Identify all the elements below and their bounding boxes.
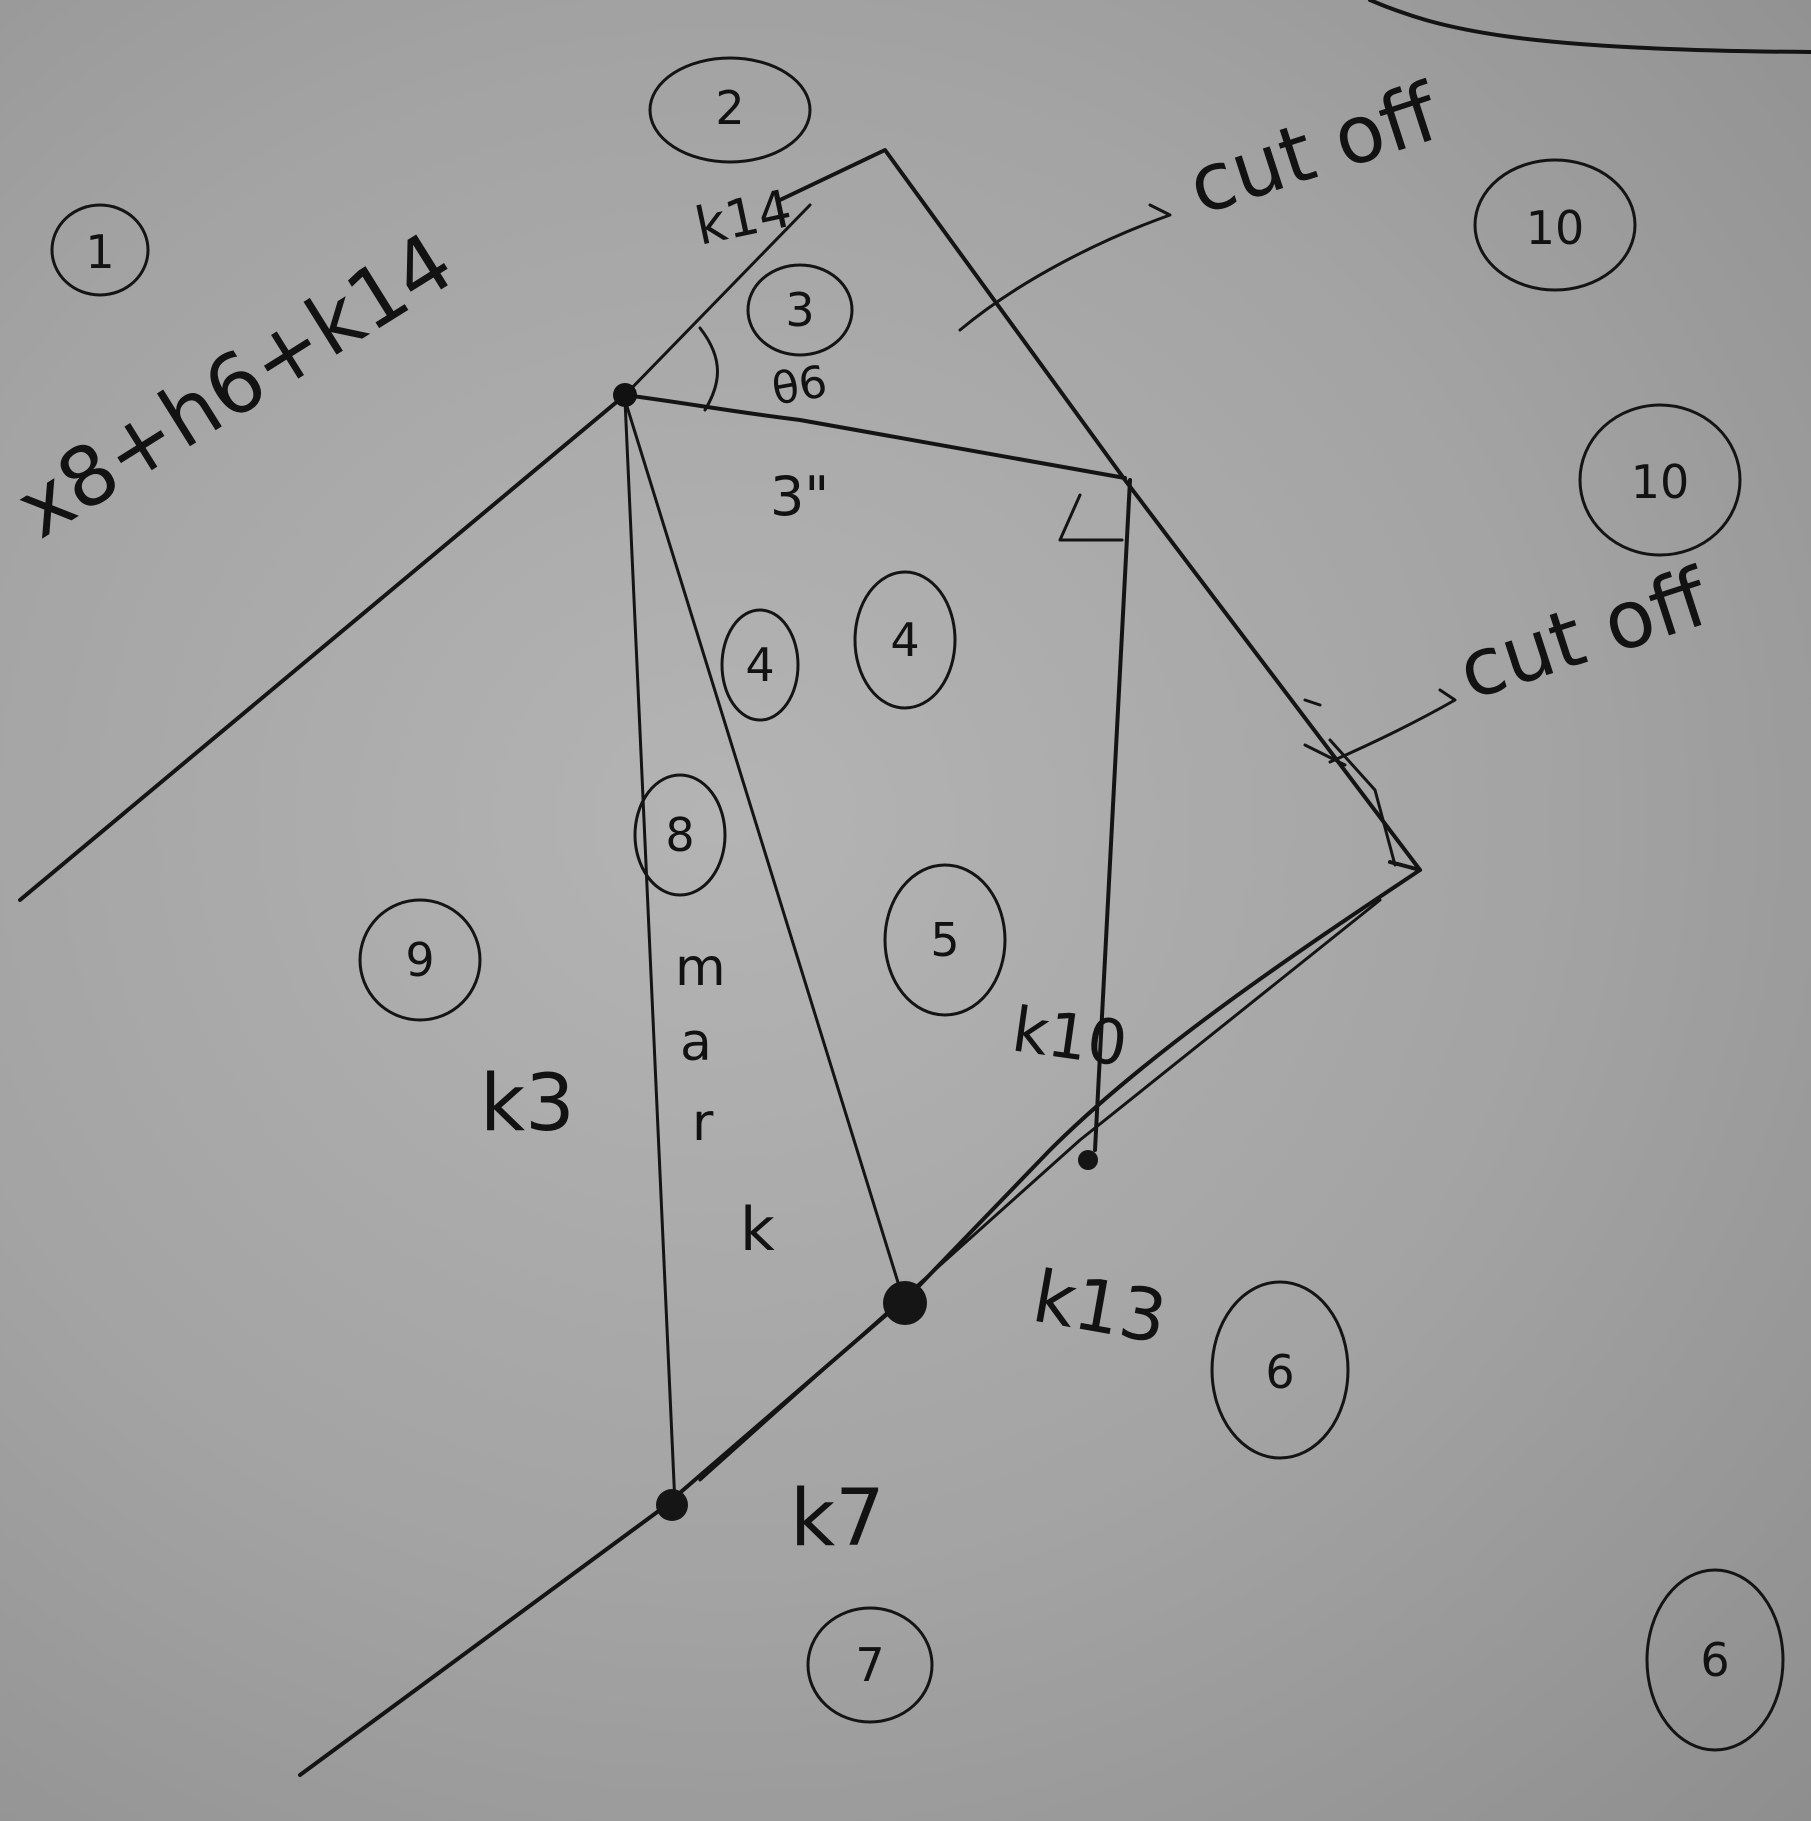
left-edge-line	[18, 393, 627, 902]
outer-right-edge	[778, 148, 1422, 872]
measure-note: 3"	[770, 465, 829, 528]
svg-text:6: 6	[1700, 1633, 1729, 1687]
k10-line	[1093, 478, 1132, 1152]
angle-note: θ6	[768, 356, 831, 416]
svg-text:10: 10	[1526, 201, 1585, 255]
mark-left-line	[623, 398, 677, 1507]
region-1: 1	[50, 203, 150, 297]
k10-base-dot	[1078, 1150, 1098, 1170]
svg-text:6: 6	[1265, 1345, 1294, 1399]
mark-letter-k: k	[740, 1195, 775, 1265]
mark-right-line	[623, 398, 907, 1307]
svg-text:9: 9	[405, 933, 434, 987]
top-curve	[1368, 0, 1811, 54]
apex-upper-line	[623, 203, 812, 397]
k13-base-dot	[883, 1281, 927, 1325]
right-angle-marker	[1058, 493, 1124, 542]
edge-tick	[1303, 743, 1347, 767]
region-4a: 4	[720, 608, 800, 722]
base-line	[298, 868, 1422, 1777]
k14-note: k14	[690, 179, 797, 258]
k13-note: k13	[1027, 1254, 1173, 1360]
mark-letter-r: r	[692, 1093, 714, 1153]
region-2: 2	[648, 56, 812, 164]
svg-text:1: 1	[85, 225, 114, 279]
cut-off-arrow-top	[958, 203, 1172, 332]
region-10a: 10	[1473, 158, 1637, 292]
region-6a: 6	[1210, 1280, 1350, 1460]
base-line-double	[698, 898, 1382, 1482]
region-9: 9	[358, 898, 482, 1022]
region-10b: 10	[1578, 403, 1742, 557]
cut-off-arrow-right	[1328, 688, 1457, 764]
svg-text:8: 8	[665, 808, 694, 862]
edge-tick-2	[1303, 698, 1322, 707]
svg-text:4: 4	[745, 638, 774, 692]
region-5: 5	[883, 863, 1007, 1017]
svg-text:7: 7	[855, 1638, 884, 1692]
mark-letter-m: m	[675, 938, 726, 998]
svg-text:5: 5	[930, 913, 959, 967]
angle-arc	[698, 326, 719, 412]
region-3: 3	[746, 263, 854, 357]
svg-text:2: 2	[715, 81, 744, 135]
three-inch-line	[623, 393, 1127, 480]
region-8: 8	[633, 773, 727, 897]
region-4b: 4	[853, 570, 957, 710]
svg-text:3: 3	[785, 283, 814, 337]
formula-note: x8+h6+k14	[0, 215, 469, 557]
svg-text:10: 10	[1631, 455, 1690, 509]
cut-off-note-right: cut off	[1447, 550, 1721, 718]
cut-off-note-top: cut off	[1177, 65, 1451, 233]
k7-base-dot	[656, 1489, 688, 1521]
region-7: 7	[806, 1606, 934, 1724]
k3-note: k3	[480, 1059, 575, 1149]
mark-letter-a: a	[680, 1013, 712, 1073]
k7-note: k7	[790, 1474, 885, 1564]
apex-dot	[613, 383, 637, 407]
region-6b: 6	[1645, 1568, 1785, 1752]
k10-note: k10	[1008, 993, 1132, 1081]
svg-text:4: 4	[890, 613, 919, 667]
